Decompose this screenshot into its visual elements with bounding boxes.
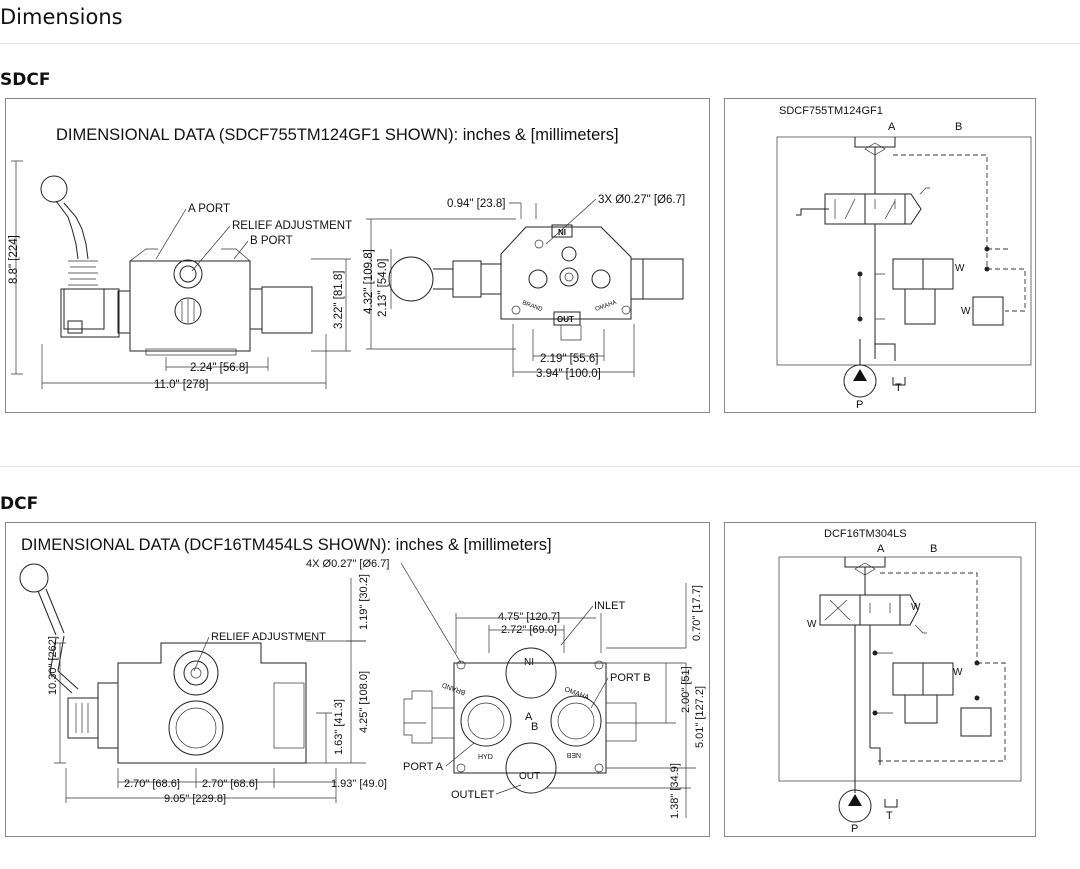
sdcf-dimensional-drawing: DIMENSIONAL DATA (SDCF755TM124GF1 SHOWN)… xyxy=(5,98,710,413)
height-425-dim: 4.25" [108.0] xyxy=(358,671,370,733)
drawing-title: DIMENSIONAL DATA (DCF16TM454LS SHOWN): i… xyxy=(21,536,552,554)
w2-label: W xyxy=(961,306,971,317)
divider xyxy=(0,43,1080,44)
height-432-dim: 4.32" [109.8] xyxy=(363,249,375,314)
relief-adjustment-label: RELIEF ADJUSTMENT xyxy=(232,220,352,232)
omaha-label: OMAHA xyxy=(563,686,590,701)
control-handle xyxy=(40,175,105,330)
port-p-label: P xyxy=(851,823,858,835)
valve-body-side-view xyxy=(60,248,313,356)
a-label: A xyxy=(525,711,533,723)
a-port-label: A PORT xyxy=(188,203,230,215)
valve-body-front-view: NI OUT BRAND OMAHA xyxy=(388,224,684,341)
neb-label: NEB xyxy=(566,751,581,758)
port-t-label: T xyxy=(886,810,893,822)
page-title: Dimensions xyxy=(0,5,123,29)
outlet-label: OUTLET xyxy=(451,789,495,801)
brand-label: BRAND xyxy=(521,300,543,313)
height-213-dim: 2.13" [54.0] xyxy=(377,259,389,317)
dcf-drawing-svg: DIMENSIONAL DATA (DCF16TM454LS SHOWN): i… xyxy=(19,536,706,819)
height-138-dim: 1.38" [34.9] xyxy=(669,763,681,819)
b-port-label: B PORT xyxy=(250,235,293,247)
relief-adjustment-label: RELIEF ADJUSTMENT xyxy=(211,631,326,643)
port-b-label: PORT B xyxy=(610,672,651,684)
port-a-label: PORT A xyxy=(403,761,444,773)
out-label: OUT xyxy=(519,771,540,782)
control-handle xyxy=(19,563,79,694)
dcf-schematic-svg: DCF16TM304LS A B W W W P T xyxy=(778,528,1022,835)
schematic-model: DCF16TM304LS xyxy=(824,528,907,540)
holes-callout: 4X Ø0.27" [Ø6.7] xyxy=(306,558,389,570)
schematic-model: SDCF755TM124GF1 xyxy=(779,105,883,117)
port-b-label: B xyxy=(930,543,937,555)
b-label: B xyxy=(531,721,538,733)
height-overall-dim: 8.8" [224] xyxy=(8,235,20,284)
dcf-hydraulic-schematic: DCF16TM304LS A B W W W P T xyxy=(724,522,1036,837)
width-905-dim: 9.05" [229.8] xyxy=(164,793,226,805)
width-270-a-dim: 2.70" [68.6] xyxy=(124,778,180,790)
out-label: OUT xyxy=(557,315,574,324)
section-title-sdcf: SDCF xyxy=(0,70,51,90)
sdcf-drawing-svg: DIMENSIONAL DATA (SDCF755TM124GF1 SHOWN)… xyxy=(8,126,685,391)
height-119-dim: 1.19" [30.2] xyxy=(358,574,370,630)
valve-body-side-view xyxy=(67,642,307,764)
port-t-label: T xyxy=(895,382,902,394)
height-1030-dim: 10.30" [262] xyxy=(47,636,59,695)
w3-label: W xyxy=(953,667,963,678)
height-163-dim: 1.63" [41.3] xyxy=(333,699,345,755)
width-270-b-dim: 2.70" [68.6] xyxy=(202,778,258,790)
dcf-dimensional-drawing: DIMENSIONAL DATA (DCF16TM454LS SHOWN): i… xyxy=(5,522,710,837)
port-a-label: A xyxy=(877,543,885,555)
section-title-dcf: DCF xyxy=(0,494,39,514)
length-overall-dim: 11.0" [278] xyxy=(154,379,208,391)
height-322-dim: 3.22" [81.8] xyxy=(333,271,345,329)
sdcf-schematic-svg: SDCF755TM124GF1 A B W W P T xyxy=(776,105,1032,411)
holes-callout: 3X Ø0.27" [Ø6.7] xyxy=(598,194,685,206)
offset-094-dim: 0.94" [23.8] xyxy=(447,198,505,210)
ni-label: NI xyxy=(558,228,566,237)
width-193-dim: 1.93" [49.0] xyxy=(331,778,387,790)
port-a-label: A xyxy=(888,121,896,133)
width-224-dim: 2.24" [56.8] xyxy=(190,362,248,374)
width-475-dim: 4.75" [120.7] xyxy=(498,611,560,623)
width-219-dim: 2.19" [55.6] xyxy=(540,353,598,365)
height-501-dim: 5.01" [127.2] xyxy=(694,686,706,748)
sdcf-hydraulic-schematic: SDCF755TM124GF1 A B W W P T xyxy=(724,98,1036,413)
port-p-label: P xyxy=(856,399,863,411)
inlet-label: INLET xyxy=(594,600,625,612)
ni-label: NI xyxy=(524,657,534,668)
omaha-label: OMAHA xyxy=(595,300,618,313)
w2-label: W xyxy=(911,602,921,613)
w1-label: W xyxy=(955,263,965,274)
divider xyxy=(0,466,1080,467)
drawing-title: DIMENSIONAL DATA (SDCF755TM124GF1 SHOWN)… xyxy=(56,126,619,144)
width-394-dim: 3.94" [100.0] xyxy=(536,368,601,380)
hyd-label: HYD xyxy=(478,754,493,761)
w1-label: W xyxy=(807,619,817,630)
height-070-dim: 0.70" [17.7] xyxy=(691,585,703,641)
port-b-label: B xyxy=(955,121,962,133)
